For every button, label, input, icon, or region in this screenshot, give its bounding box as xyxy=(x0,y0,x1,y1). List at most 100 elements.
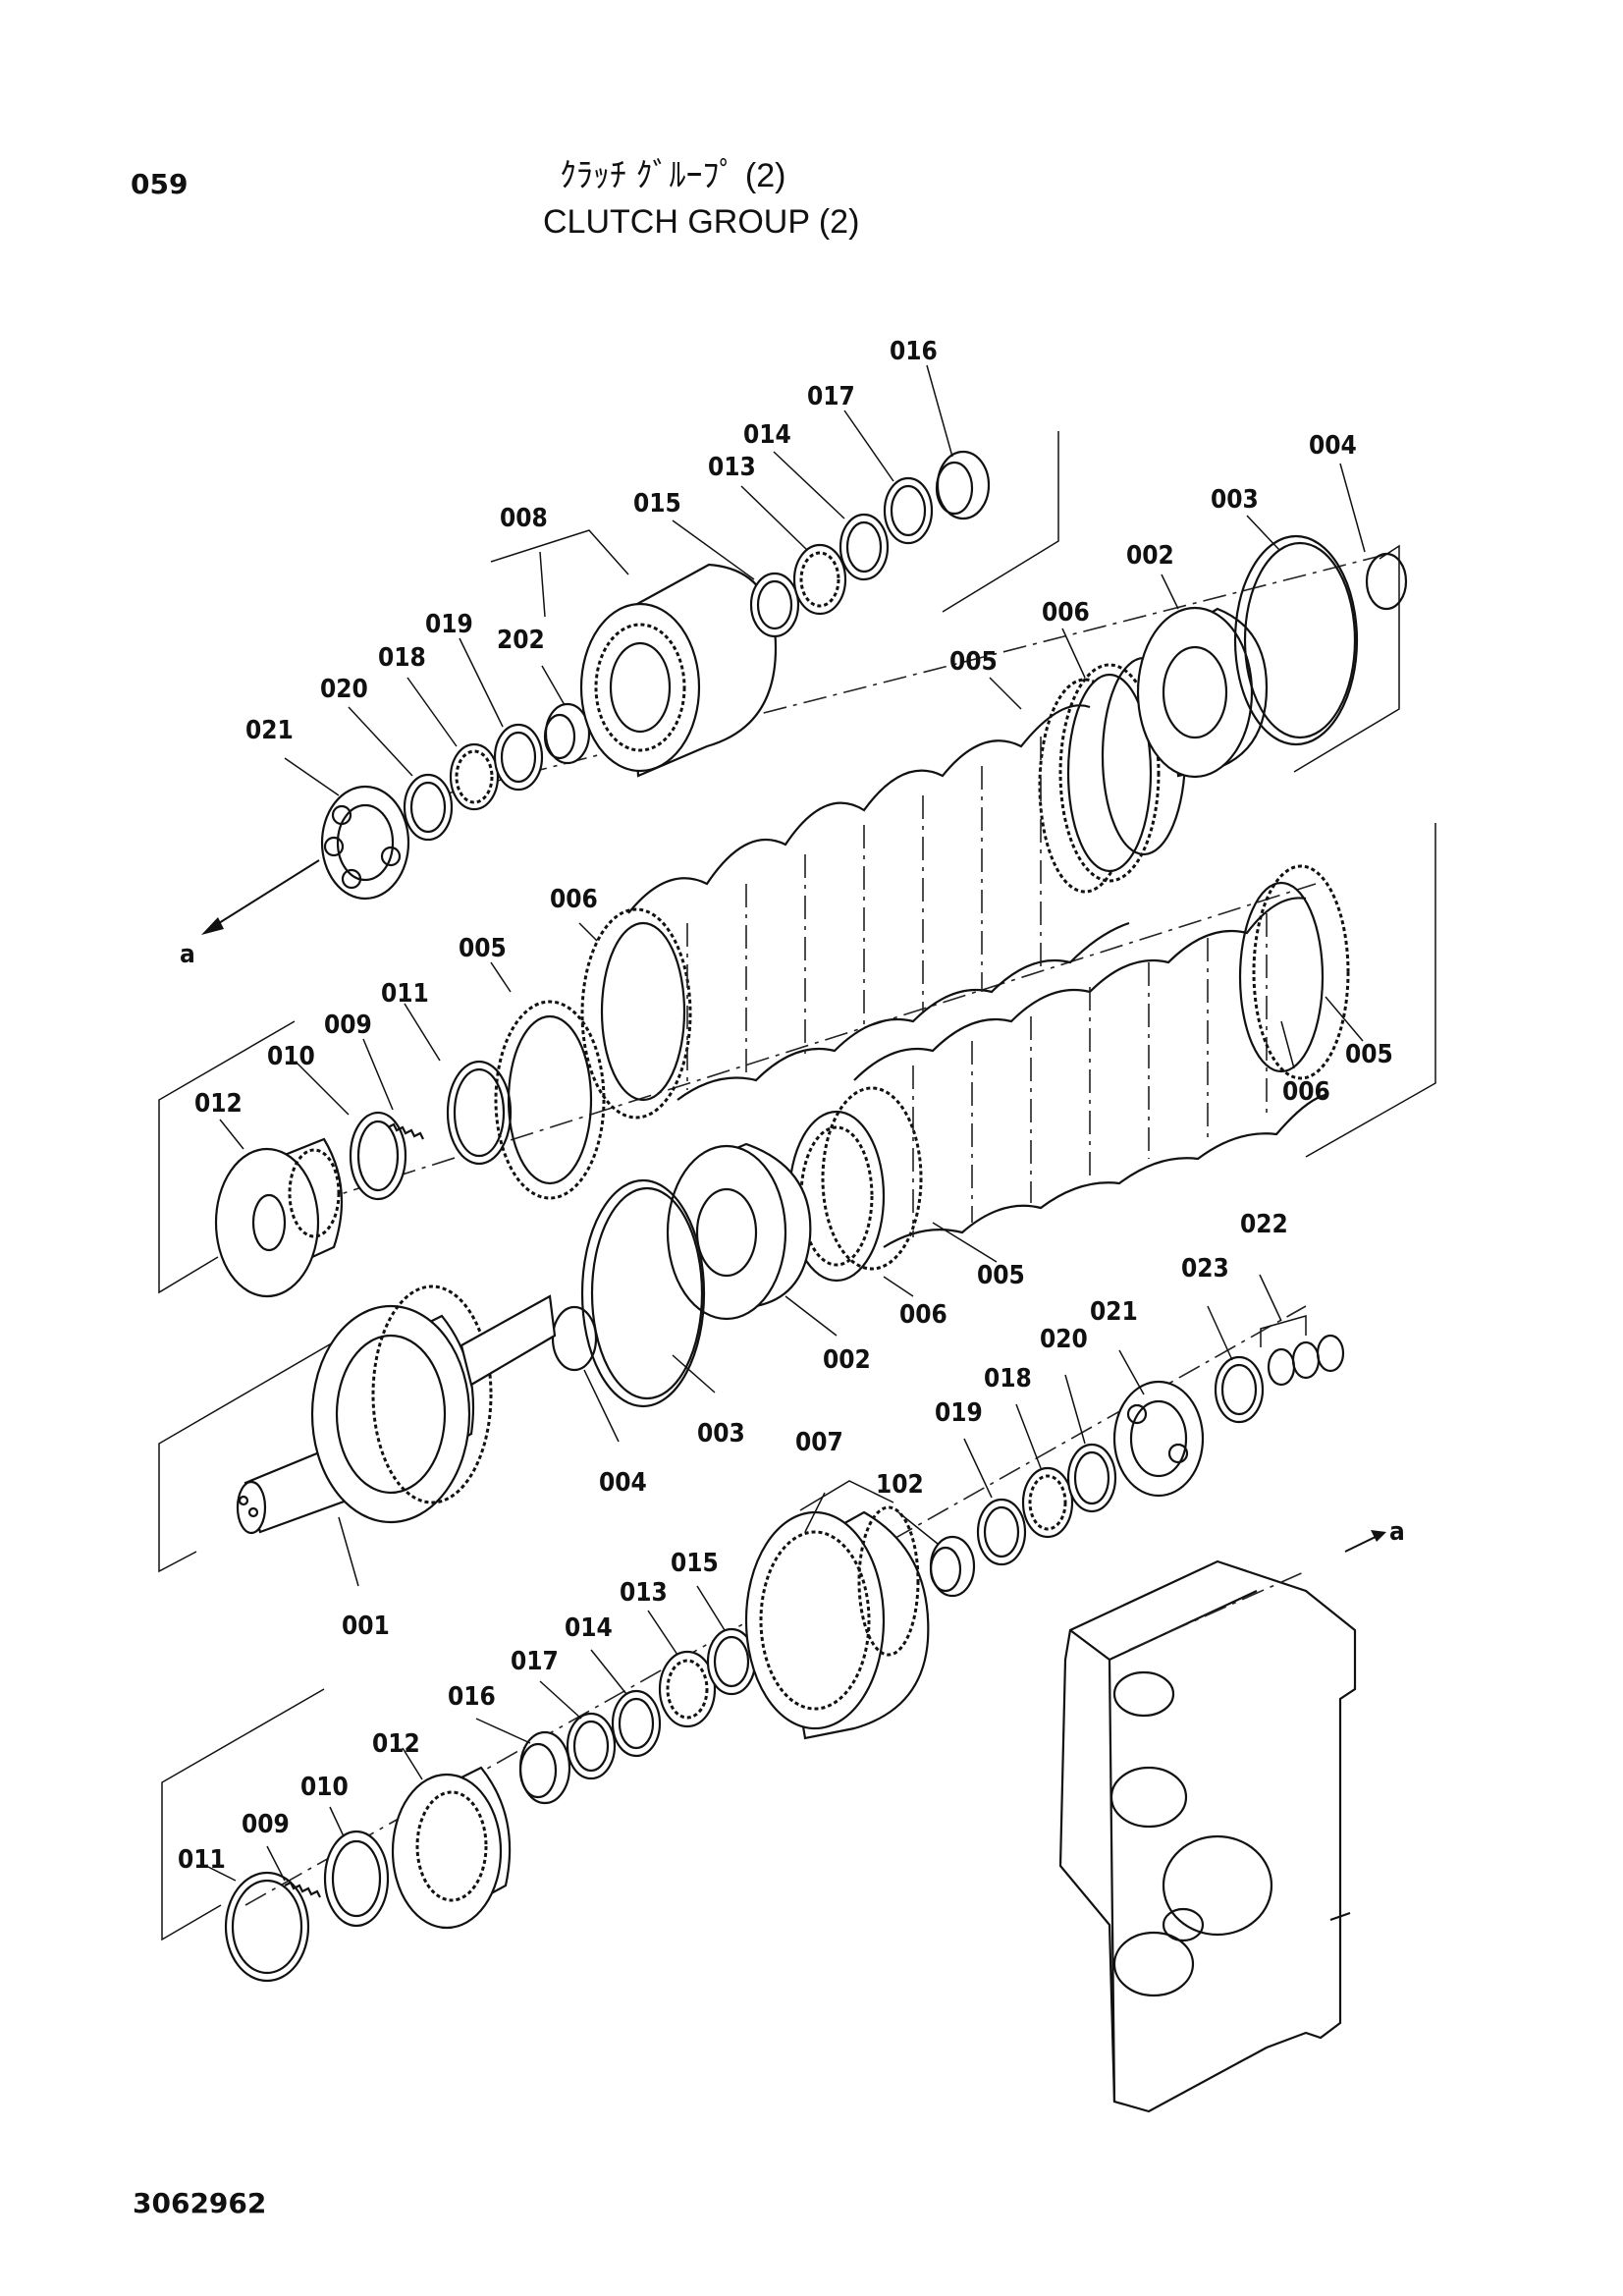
middle-axis-line xyxy=(235,883,1317,1229)
friction-plate-005-center xyxy=(821,1086,923,1271)
ring-020-lower xyxy=(1066,1443,1117,1513)
hub-008-upper xyxy=(579,563,778,778)
ring-017-upper xyxy=(883,476,934,545)
label-upper-005: 005 xyxy=(949,647,998,677)
label-upper-006: 006 xyxy=(1042,598,1090,628)
leader-lines xyxy=(205,364,1366,1882)
label-upper-017: 017 xyxy=(807,382,855,411)
label-upper-019: 019 xyxy=(425,610,473,639)
ring-011-mid xyxy=(446,1060,513,1166)
label-upper-008: 008 xyxy=(500,504,548,533)
label-center-004: 004 xyxy=(599,1468,647,1498)
friction-plate-005-mid xyxy=(494,1000,606,1200)
label-lower-010: 010 xyxy=(300,1773,349,1802)
label-lower-015: 015 xyxy=(671,1549,719,1578)
upper-right-bracket xyxy=(942,431,1436,1158)
label-upper-002: 002 xyxy=(1126,541,1174,571)
plate-stack-lower xyxy=(853,864,1350,1248)
label-upper-014: 014 xyxy=(743,420,791,450)
lower-left-bracket xyxy=(161,1688,325,1941)
snap-ring-003-center xyxy=(580,1178,706,1408)
shaft-bracket xyxy=(158,1330,354,1573)
label-right-005: 005 xyxy=(1345,1040,1393,1069)
label-lower-007: 007 xyxy=(795,1428,843,1457)
label-lower-021: 021 xyxy=(1090,1297,1138,1327)
label-upper-016: 016 xyxy=(890,337,938,366)
ring-020-upper xyxy=(403,773,454,842)
label-shaft-001: 001 xyxy=(342,1612,390,1641)
label-lower-023: 023 xyxy=(1181,1254,1229,1284)
label-center-002: 002 xyxy=(823,1345,871,1375)
label-upper-015: 015 xyxy=(633,489,681,519)
drawing-number: 3062962 xyxy=(133,2187,266,2219)
reference-arrow-a-left xyxy=(201,859,320,935)
ring-011-lower xyxy=(224,1871,310,1983)
bearing-018-upper xyxy=(449,742,500,811)
bearing-013-upper xyxy=(792,543,847,616)
ring-010-mid xyxy=(349,1111,407,1201)
bearing-021-upper xyxy=(320,785,410,901)
label-upper-018: 018 xyxy=(378,643,426,673)
ring-019-upper xyxy=(493,723,544,792)
sleeve-016-upper xyxy=(935,450,991,520)
label-lower-019: 019 xyxy=(935,1398,983,1428)
label-upper-013: 013 xyxy=(708,453,756,482)
title-english: CLUTCH GROUP (2) xyxy=(543,203,859,241)
ring-010-lower xyxy=(323,1830,390,1928)
piston-002-upper xyxy=(1136,606,1269,779)
label-mid-011: 011 xyxy=(381,979,429,1009)
label-mid-012: 012 xyxy=(194,1089,243,1119)
gear-012-mid xyxy=(214,1137,344,1298)
gear-012-lower xyxy=(391,1766,512,1930)
snap-ring-004-upper xyxy=(1365,552,1408,611)
label-lower-016: 016 xyxy=(448,1682,496,1712)
middle-left-bracket xyxy=(158,1020,296,1294)
label-center-006: 006 xyxy=(899,1300,947,1330)
label-lower-014: 014 xyxy=(565,1613,613,1643)
label-lower-012: 012 xyxy=(372,1729,420,1759)
label-lower-013: 013 xyxy=(620,1578,668,1608)
label-arrow-a-right: a xyxy=(1389,1517,1405,1547)
label-mid-006: 006 xyxy=(550,885,598,914)
reference-arrow-a-right xyxy=(1344,1530,1386,1553)
label-lower-011: 011 xyxy=(178,1845,226,1875)
label-arrow-a-left: a xyxy=(180,940,195,969)
label-mid-005: 005 xyxy=(459,934,507,963)
label-lower-017: 017 xyxy=(511,1647,559,1676)
label-upper-020: 020 xyxy=(320,675,368,704)
drum-007-lower xyxy=(744,1505,930,1740)
bearing-018-lower xyxy=(1021,1466,1074,1539)
ring-017-lower xyxy=(566,1712,617,1780)
label-center-003: 003 xyxy=(697,1419,745,1449)
label-lower-020: 020 xyxy=(1040,1325,1088,1354)
transmission-case xyxy=(1058,1559,1357,2113)
label-upper-004: 004 xyxy=(1309,431,1357,461)
spring-009-lower xyxy=(284,1881,321,1898)
bearing-021-lower xyxy=(1112,1380,1205,1498)
ring-014-upper xyxy=(839,513,890,581)
bearing-013-lower xyxy=(658,1650,717,1728)
label-mid-009: 009 xyxy=(324,1011,372,1040)
ring-014-lower xyxy=(611,1689,662,1758)
steel-plate-006-mid xyxy=(580,907,692,1120)
sleeve-202-upper xyxy=(543,702,591,765)
label-lower-009: 009 xyxy=(242,1810,290,1839)
label-upper-021: 021 xyxy=(245,716,294,745)
ring-015-upper xyxy=(749,572,800,638)
label-lower-018: 018 xyxy=(984,1364,1032,1394)
label-right-006: 006 xyxy=(1282,1077,1330,1107)
ring-023-lower xyxy=(1214,1355,1265,1424)
label-center-005: 005 xyxy=(977,1261,1025,1290)
callout-labels: 016 017 014 013 015 008 202 019 018 020 … xyxy=(178,337,1405,1875)
label-upper-003: 003 xyxy=(1211,485,1259,515)
sleeve-102-lower xyxy=(929,1535,976,1598)
label-mid-010: 010 xyxy=(267,1042,315,1071)
shaft-001 xyxy=(236,1285,557,1535)
rings-022-lower xyxy=(1260,1315,1345,1387)
page-number: 059 xyxy=(131,168,188,200)
spring-009-mid xyxy=(387,1122,424,1140)
clutch-plate-pack-upper xyxy=(1038,656,1187,894)
label-lower-022: 022 xyxy=(1240,1210,1288,1239)
label-lower-102: 102 xyxy=(876,1470,924,1500)
